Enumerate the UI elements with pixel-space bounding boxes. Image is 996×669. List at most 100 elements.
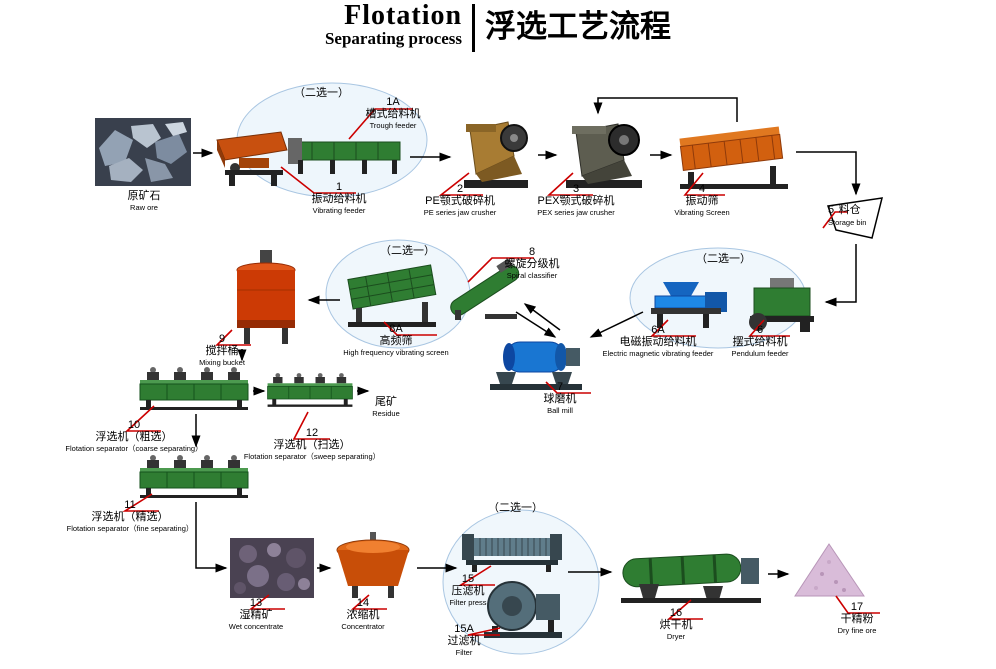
label-zh: 振动筛 bbox=[685, 195, 719, 207]
label-en: Flotation separator（fine separating） bbox=[66, 524, 194, 533]
label-concentrator: 14 浓缩机 Concentrator bbox=[322, 597, 404, 631]
label-en: Pendulum feeder bbox=[731, 349, 789, 358]
ball-mill-image bbox=[486, 326, 586, 397]
label-residue: 尾矿 Residue bbox=[358, 396, 414, 418]
label-trough-feeder: 1A 槽式给料机 Trough feeder bbox=[352, 96, 434, 130]
wet-concentrate-image bbox=[230, 538, 314, 603]
label-zh: 干精粉 bbox=[840, 613, 874, 625]
label-zh: 球磨机 bbox=[543, 393, 577, 405]
label-num: 11 bbox=[124, 499, 136, 511]
mixing-bucket-image bbox=[226, 250, 304, 351]
label-pex-jaw-crusher: 3 PEX颚式破碎机 PEX series jaw crusher bbox=[520, 183, 632, 217]
label-zh: 浮选机（扫选） bbox=[273, 439, 351, 451]
flotation-separator-sweep-image bbox=[266, 366, 354, 415]
choose-one-label: （二选一） bbox=[488, 502, 543, 514]
label-en: Spiral classifier bbox=[506, 271, 558, 280]
label-zh: 电磁振动给料机 bbox=[619, 336, 697, 348]
trough-feeder-image bbox=[288, 130, 406, 183]
label-en: Filter press bbox=[449, 598, 487, 607]
label-zh: 原矿石 bbox=[127, 190, 161, 202]
label-en: Dry fine ore bbox=[837, 626, 877, 635]
title-sub: Separating process bbox=[324, 29, 463, 48]
label-spiral-classifier: 8 螺旋分级机 Spiral classifier bbox=[482, 246, 582, 280]
label-num: 5 bbox=[828, 204, 835, 216]
label-num: 7 bbox=[556, 381, 564, 393]
label-num: 8A bbox=[389, 323, 403, 335]
pex-jaw-crusher-image bbox=[560, 116, 648, 195]
label-en: Concentrator bbox=[341, 622, 385, 631]
label-zh: PEX颚式破碎机 bbox=[537, 195, 615, 207]
label-num: 3 bbox=[572, 183, 580, 195]
label-num: 9 bbox=[218, 333, 226, 345]
label-en: High frequency vibrating screen bbox=[343, 348, 449, 357]
label-num: 15A bbox=[454, 623, 474, 635]
label-flotation-coarse: 10 浮选机（粗选） Flotation separator（coarse se… bbox=[28, 419, 240, 453]
label-num: 6A bbox=[651, 324, 665, 336]
label-raw-ore: 原矿石 Raw ore bbox=[98, 190, 190, 212]
label-en: Raw ore bbox=[130, 203, 158, 212]
label-zh: 槽式给料机 bbox=[365, 108, 421, 120]
choose-one-label: （二选一） bbox=[696, 253, 751, 265]
dry-fine-ore-image bbox=[792, 540, 867, 605]
label-zh: 压滤机 bbox=[451, 585, 485, 597]
title-bar: Flotation Separating process 浮选工艺流程 bbox=[0, 2, 996, 52]
label-en: Storage bin bbox=[828, 218, 867, 227]
filter-press-image bbox=[460, 524, 564, 577]
label-num: 12 bbox=[305, 427, 319, 439]
choose-one-label: （二选一） bbox=[294, 87, 349, 99]
label-pendulum-feeder: 6 摆式给料机 Pendulum feeder bbox=[712, 324, 808, 358]
label-zh: 烘干机 bbox=[659, 619, 693, 631]
label-zh: 螺旋分级机 bbox=[504, 258, 560, 270]
label-flotation-fine: 11 浮选机（精选） Flotation separator（fine sepa… bbox=[22, 499, 238, 533]
label-num: 17 bbox=[850, 601, 864, 613]
label-num: 8 bbox=[528, 246, 536, 258]
label-en: PE series jaw crusher bbox=[423, 208, 497, 217]
label-zh: 浮选机（粗选） bbox=[95, 431, 173, 443]
label-pe-jaw-crusher: 2 PE颚式破碎机 PE series jaw crusher bbox=[408, 183, 512, 217]
label-vibrating-feeder: 1 振动给料机 Vibrating feeder bbox=[296, 181, 382, 215]
raw-ore-image bbox=[95, 118, 191, 191]
title-divider bbox=[472, 4, 476, 52]
title-main: Flotation bbox=[344, 0, 463, 31]
label-electromagnetic-vibrating-feeder: 6A 电磁振动给料机 Electric magnetic vibrating f… bbox=[588, 324, 728, 358]
label-num: 14 bbox=[356, 597, 370, 609]
label-en: Dryer bbox=[666, 632, 686, 641]
label-en: Vibrating Screen bbox=[674, 208, 730, 217]
label-filter: 15A 过滤机 Filter bbox=[428, 623, 500, 657]
label-dry-fine-ore: 17 干精粉 Dry fine ore bbox=[816, 601, 898, 635]
label-num: 1A bbox=[386, 96, 400, 108]
label-en: PEX series jaw crusher bbox=[537, 208, 615, 217]
label-vibrating-screen: 4 振动筛 Vibrating Screen bbox=[654, 183, 750, 217]
concentrator-image bbox=[332, 532, 414, 605]
label-zh: 料仓 bbox=[838, 204, 861, 216]
label-filter-press: 15 压滤机 Filter press bbox=[432, 573, 504, 607]
flotation-separator-coarse-image bbox=[138, 362, 250, 415]
label-num: 15 bbox=[461, 573, 475, 585]
label-en: Vibrating feeder bbox=[312, 206, 366, 215]
label-zh: PE颚式破碎机 bbox=[425, 195, 495, 207]
label-en: Ball mill bbox=[547, 406, 573, 415]
label-zh: 搅拌桶 bbox=[205, 345, 239, 357]
label-zh: 浮选机（精选） bbox=[91, 511, 169, 523]
label-mixing-bucket: 9 搅拌桶 Mixing bucket bbox=[186, 333, 258, 367]
title-english: Flotation Separating process bbox=[325, 2, 462, 48]
label-en: Trough feeder bbox=[369, 121, 417, 130]
label-en: Wet concentrate bbox=[228, 622, 284, 631]
label-num: 6 bbox=[756, 324, 764, 336]
label-zh: 摆式给料机 bbox=[732, 336, 788, 348]
choose-one-label: （二选一） bbox=[380, 245, 435, 257]
label-en: Electric magnetic vibrating feeder bbox=[602, 349, 714, 358]
title-chinese: 浮选工艺流程 bbox=[485, 9, 672, 44]
label-ball-mill: 7 球磨机 Ball mill bbox=[526, 381, 594, 415]
flotation-separator-fine-image bbox=[138, 450, 250, 503]
label-en: Residue bbox=[372, 409, 400, 418]
label-storage-bin: 5 料仓 Storage bin bbox=[828, 200, 886, 227]
vibrating-feeder-image bbox=[215, 126, 293, 193]
dryer-image bbox=[615, 540, 765, 611]
label-en: Flotation separator（coarse separating） bbox=[65, 444, 203, 453]
label-zh: 过滤机 bbox=[447, 635, 481, 647]
label-zh: 浓缩机 bbox=[346, 609, 380, 621]
label-num: 4 bbox=[698, 183, 706, 195]
label-zh: 振动给料机 bbox=[311, 193, 367, 205]
pe-jaw-crusher-image bbox=[456, 116, 536, 195]
